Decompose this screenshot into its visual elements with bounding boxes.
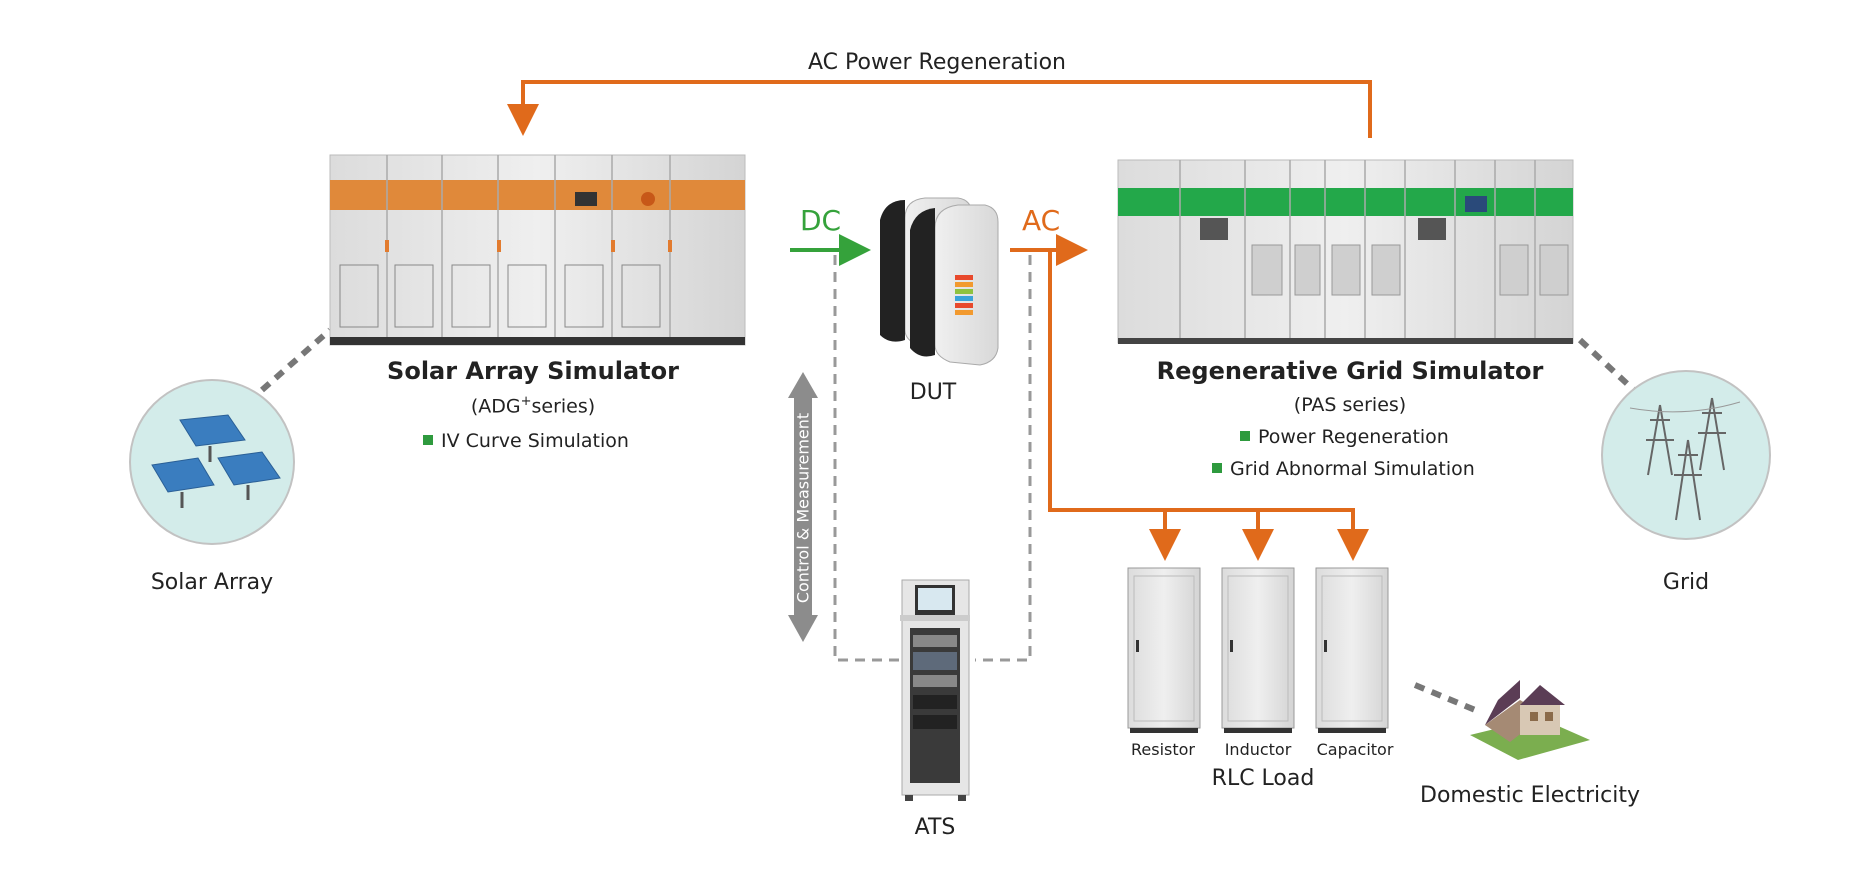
- ac-to-load-line: [1048, 250, 1355, 512]
- dut-image: [880, 197, 999, 366]
- feature-bullet: [1212, 462, 1222, 473]
- series-prefix: (ADG: [470, 395, 521, 418]
- grid-sim-feature-1: Power Regeneration: [1240, 426, 1449, 448]
- ats-image: [900, 579, 970, 801]
- dc-label: DC: [800, 204, 842, 237]
- grid-sim-feature-2: Grid Abnormal Simulation: [1212, 458, 1475, 480]
- inductor-label: Inductor: [1224, 740, 1292, 759]
- solar-sim-series: (ADG+series): [471, 394, 595, 417]
- dut-label: DUT: [909, 380, 957, 405]
- domestic-link-dots: [1413, 682, 1482, 715]
- solar-array-image: [129, 379, 295, 545]
- resistor-label: Resistor: [1131, 740, 1195, 759]
- grid-sim-title: Regenerative Grid Simulator: [1156, 357, 1544, 385]
- feature-bullet: [1240, 430, 1250, 441]
- house-image: [1470, 680, 1590, 760]
- series-suffix: series): [531, 395, 596, 418]
- series-sup: +: [520, 394, 532, 409]
- solar-link-dots: [260, 327, 332, 393]
- feature-text: IV Curve Simulation: [441, 430, 629, 452]
- feature-text: Power Regeneration: [1258, 426, 1449, 448]
- ats-label: ATS: [914, 815, 956, 840]
- solar-sim-title: Solar Array Simulator: [387, 357, 679, 385]
- grid-simulator-image: [1117, 159, 1574, 344]
- grid-label: Grid: [1662, 570, 1710, 595]
- resistor-cabinet-image: [1127, 567, 1201, 733]
- ac-regeneration-line: [507, 80, 1372, 138]
- solar-sim-feature: IV Curve Simulation: [423, 430, 629, 452]
- ac-label: AC: [1022, 204, 1061, 237]
- rlc-load-label: RLC Load: [1211, 766, 1315, 791]
- measure-dash-left: [833, 255, 905, 662]
- solar-array-simulator-image: [329, 154, 746, 346]
- inductor-cabinet-image: [1221, 567, 1295, 733]
- feature-bullet: [423, 434, 433, 445]
- grid-sim-series: (PAS series): [1293, 394, 1407, 416]
- feature-text: Grid Abnormal Simulation: [1230, 458, 1475, 480]
- solar-array-label: Solar Array: [150, 570, 274, 595]
- domestic-label: Domestic Electricity: [1420, 783, 1640, 808]
- capacitor-label: Capacitor: [1316, 740, 1394, 759]
- grid-link-dots: [1577, 337, 1639, 395]
- control-measurement-arrow: [788, 372, 818, 642]
- capacitor-cabinet-image: [1315, 567, 1389, 733]
- ac-regeneration-label: AC Power Regeneration: [807, 50, 1067, 75]
- grid-tower-image: [1601, 370, 1771, 540]
- control-measurement-label: Control & Measurement: [793, 412, 813, 604]
